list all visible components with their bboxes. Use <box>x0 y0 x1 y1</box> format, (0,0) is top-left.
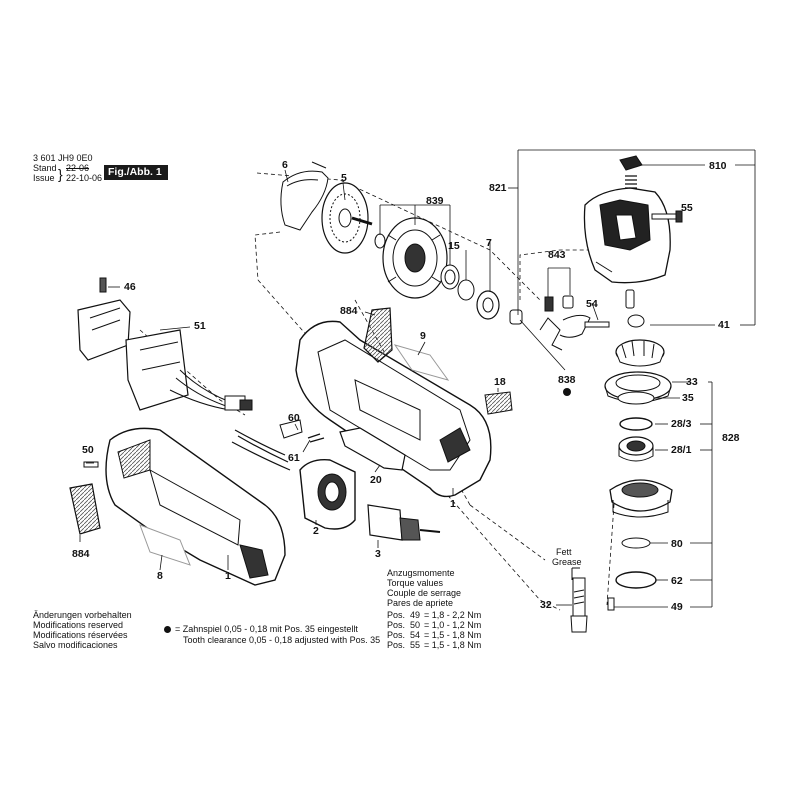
callout-46: 46 <box>124 281 136 293</box>
stand-label: Stand <box>33 163 57 173</box>
callout-884-lower: 884 <box>72 548 90 560</box>
torque-title-de: Anzugsmomente <box>387 568 455 578</box>
torque-title-es: Pares de apriete <box>387 598 454 608</box>
torque-num: 49 <box>410 610 421 620</box>
callout-28-3: 28/3 <box>671 418 692 430</box>
part-55-screw <box>651 210 683 223</box>
modification-line: Modifications réservées <box>33 630 128 640</box>
callout-80: 80 <box>671 538 683 550</box>
footnote-dot <box>164 626 171 633</box>
modification-line: Änderungen vorbehalten <box>33 610 132 620</box>
torque-value: = 1,0 - 1,2 Nm <box>424 620 482 630</box>
torque-num: 54 <box>410 630 421 640</box>
callout-2: 2 <box>313 525 319 537</box>
part-46-51-switch-module <box>77 277 189 411</box>
torque-num: 55 <box>410 640 421 650</box>
part-884-grip-upper <box>363 307 393 363</box>
callout-9: 9 <box>420 330 426 342</box>
torque-value: = 1,5 - 1,8 Nm <box>424 640 482 650</box>
footnote-de: = Zahnspiel 0,05 - 0,18 mit Pos. 35 eing… <box>175 624 358 634</box>
part-839-flange <box>382 217 448 299</box>
footnote-dot-838 <box>563 388 571 396</box>
issue-date: 22-10-06 <box>66 173 103 183</box>
footnote-en: Tooth clearance 0,05 - 0,18 adjusted wit… <box>183 635 381 645</box>
callout-61: 61 <box>288 452 300 464</box>
callout-54: 54 <box>586 298 598 310</box>
callout-60: 60 <box>288 412 300 424</box>
stand-date: 22-06 <box>66 163 90 173</box>
callout-51: 51 <box>194 320 206 332</box>
part-821-gear-housing <box>583 187 671 284</box>
part-884-grip-lower <box>69 483 101 535</box>
callout-828: 828 <box>722 432 740 444</box>
callout-20: 20 <box>370 474 382 486</box>
torque-num: 50 <box>410 620 421 630</box>
callout-55: 55 <box>681 202 693 214</box>
callout-1-lower: 1 <box>225 570 231 582</box>
callout-62: 62 <box>671 575 683 587</box>
torque-value: = 1,5 - 1,8 Nm <box>424 630 482 640</box>
grease-en: Grease <box>552 557 582 567</box>
part-3-armature <box>367 504 441 541</box>
callout-821: 821 <box>489 182 507 194</box>
part-6-fan-guide <box>280 161 329 231</box>
callout-18: 18 <box>494 376 506 388</box>
callout-28-1: 28/1 <box>671 444 692 456</box>
callout-49: 49 <box>671 601 683 613</box>
modification-line: Modifications reserved <box>33 620 124 630</box>
grease-de: Fett <box>556 547 572 557</box>
callout-838: 838 <box>558 374 576 386</box>
callout-15: 15 <box>448 240 460 252</box>
part-1-housing-right <box>295 320 492 498</box>
modification-line: Salvo modificaciones <box>33 640 118 650</box>
part-1-housing-left <box>105 427 286 586</box>
callout-843: 843 <box>548 249 566 261</box>
callout-1-upper: 1 <box>450 498 456 510</box>
callout-3: 3 <box>375 548 381 560</box>
torque-pos: Pos. <box>387 640 406 650</box>
figure-label: Fig./Abb. 1 <box>104 165 168 180</box>
torque-title-fr: Couple de serrage <box>387 588 462 598</box>
issue-label: Issue <box>33 173 55 183</box>
callout-41: 41 <box>718 319 730 331</box>
callout-884-upper: 884 <box>340 305 358 317</box>
torque-title-en: Torque values <box>387 578 444 588</box>
callout-5: 5 <box>341 172 347 184</box>
callout-35: 35 <box>682 392 694 404</box>
bracket-glyph: } <box>58 166 63 182</box>
part-28-1-bearing <box>618 436 654 462</box>
torque-pos: Pos. <box>387 630 406 640</box>
callout-810: 810 <box>709 160 727 172</box>
part-32-spindle <box>570 567 588 633</box>
callout-33: 33 <box>686 376 698 388</box>
callout-50: 50 <box>82 444 94 456</box>
part-number: 3 601 JH9 0E0 <box>33 153 93 163</box>
leader-lines <box>79 149 756 608</box>
part-2-stator <box>299 459 356 530</box>
torque-pos: Pos. <box>387 620 406 630</box>
part-5-fan <box>321 182 373 254</box>
part-20-lever <box>339 427 406 471</box>
callout-6: 6 <box>282 159 288 171</box>
torque-pos: Pos. <box>387 610 406 620</box>
part-7-pinion <box>476 290 500 320</box>
wiring-harness <box>169 369 291 471</box>
callout-7: 7 <box>486 237 492 249</box>
torque-value: = 1,8 - 2,2 Nm <box>424 610 482 620</box>
callout-839: 839 <box>426 195 444 207</box>
part-838-bevel-gear <box>615 339 665 367</box>
callout-32: 32 <box>540 599 552 611</box>
callout-8: 8 <box>157 570 163 582</box>
part-flange-housing <box>609 479 673 518</box>
